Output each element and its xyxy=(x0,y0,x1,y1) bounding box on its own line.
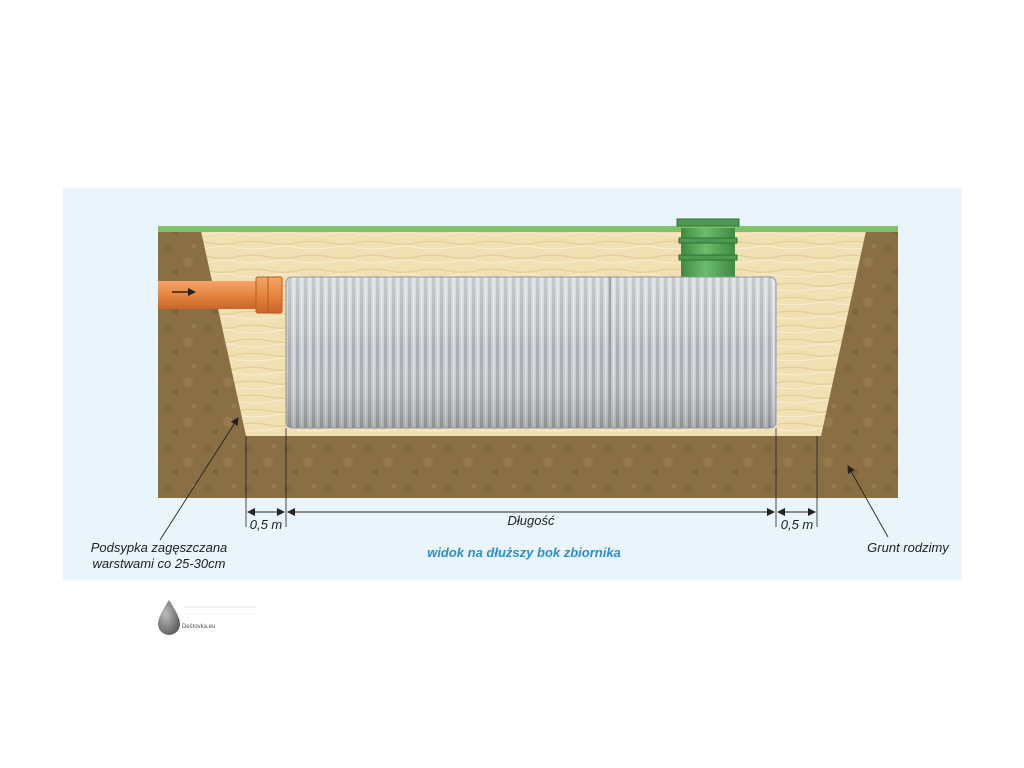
dim-left-label: 0,5 m xyxy=(250,517,283,532)
storage-tank xyxy=(285,276,777,429)
backfill-label-line-1: Podsypka zagęszczana xyxy=(91,540,228,555)
grass-line xyxy=(158,226,898,232)
backfill-label-line-2: warstwami co 25-30cm xyxy=(93,556,226,571)
dim-length-label: Długość xyxy=(508,513,555,528)
leader-backfill xyxy=(159,417,239,541)
native-soil-label: Grunt rodzimy xyxy=(867,540,950,555)
water-drop-icon xyxy=(158,600,256,635)
dimension-lines xyxy=(245,428,818,527)
logo-text: Deštovka.eu xyxy=(182,624,215,630)
dim-right-label: 0,5 m xyxy=(781,517,814,532)
arrow-right-icon xyxy=(172,288,196,296)
view-caption: widok na dłuższy bok zbiornika xyxy=(427,545,621,560)
inlet-pipe xyxy=(158,276,283,314)
leader-native-soil xyxy=(847,465,889,538)
